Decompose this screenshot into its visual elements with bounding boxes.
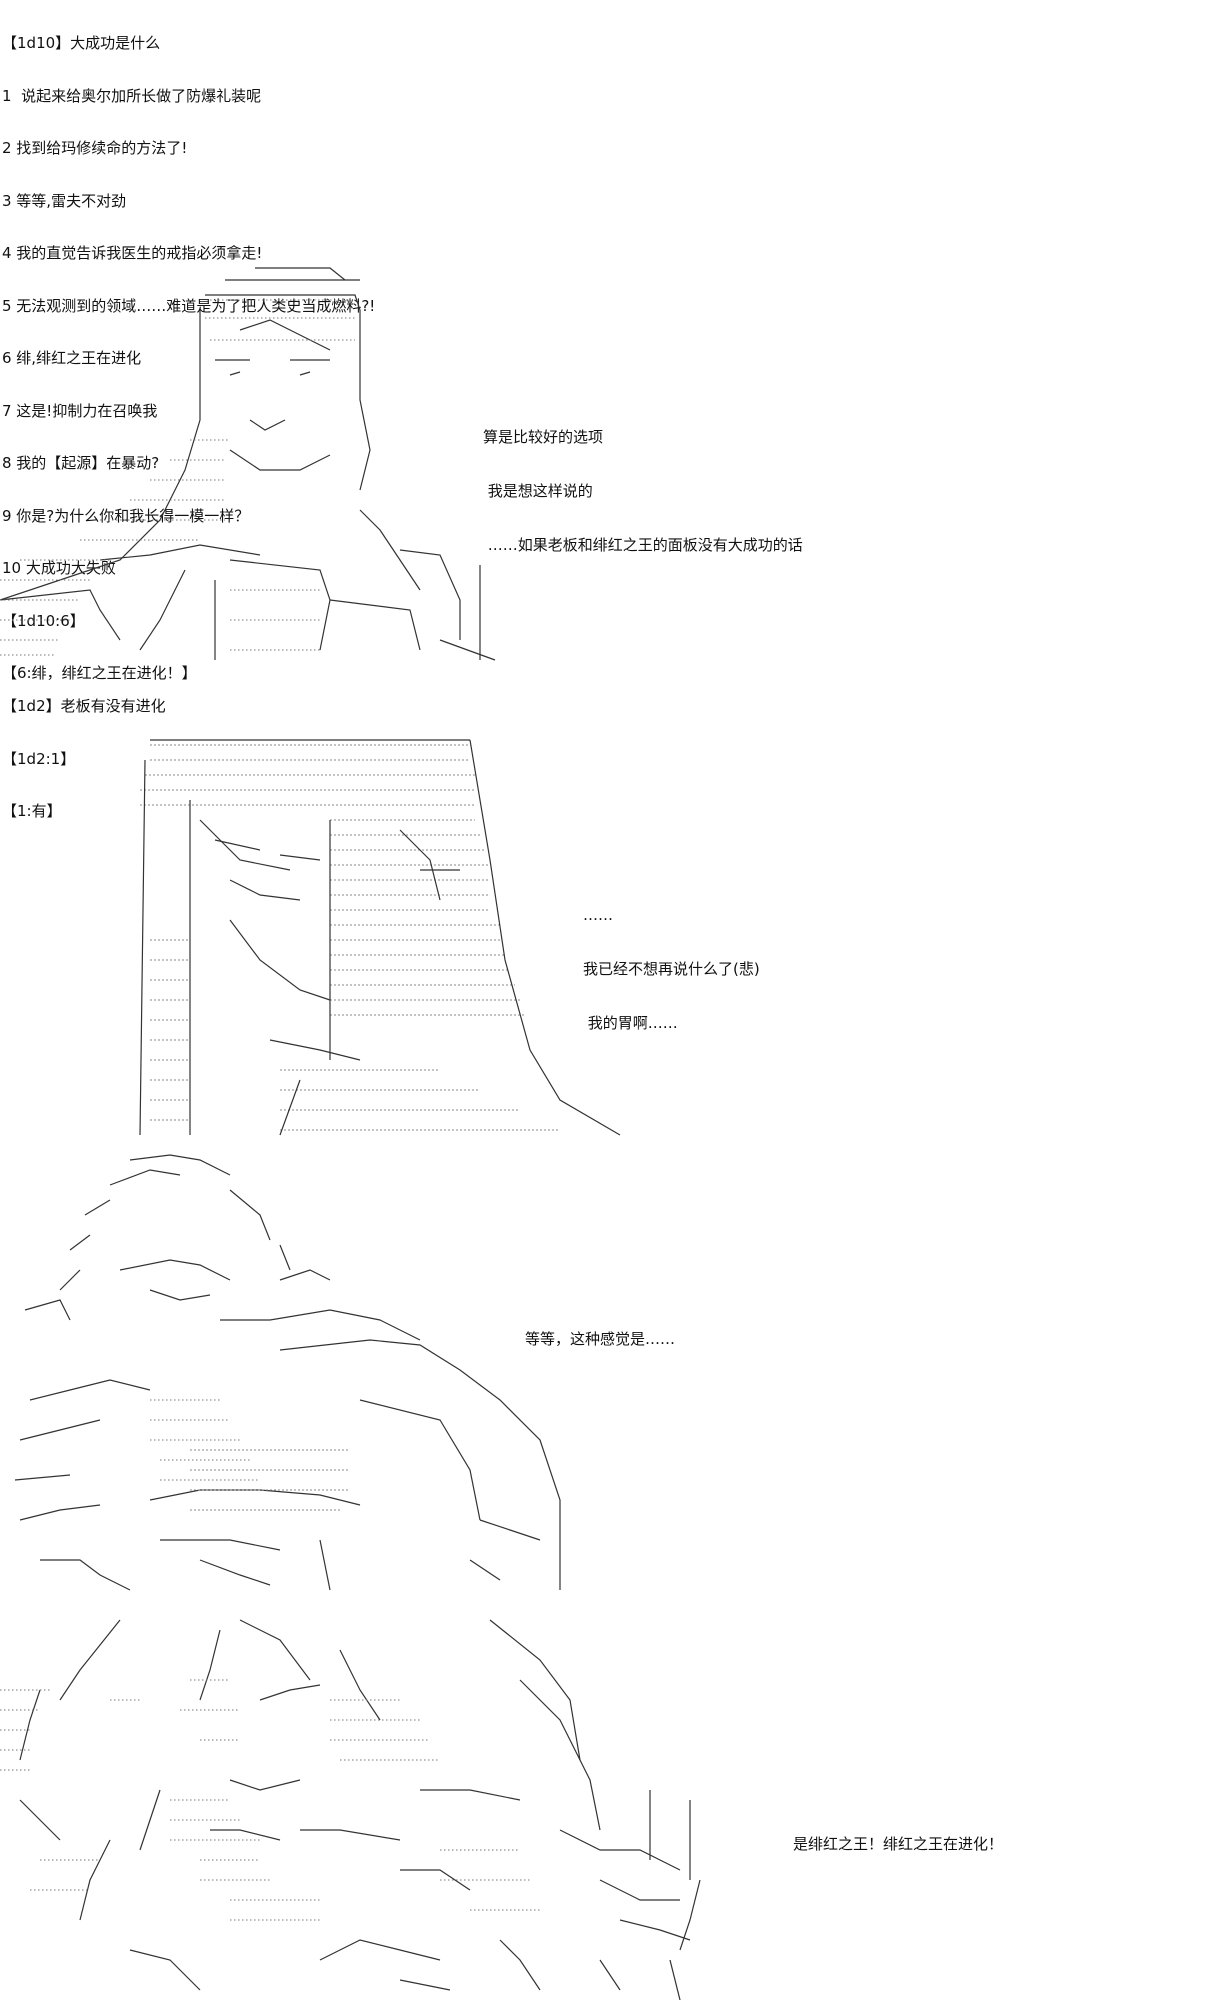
roll-line: 7 这是!抑制力在召唤我 bbox=[2, 401, 158, 420]
roll-line: 6 绯,绯红之王在进化 bbox=[2, 349, 142, 367]
roll-line: 【1:有】 bbox=[2, 802, 62, 820]
roll-line: 4 我的直觉告诉我医生的戒指必须拿走! bbox=[2, 244, 263, 262]
comment-3: 等等，这种感觉是…… bbox=[525, 1330, 676, 1348]
roll-line: 【6:绯，绯红之王在进化！】 bbox=[2, 664, 197, 682]
roll-line: 【1d10】大成功是什么 bbox=[2, 34, 161, 52]
ascii-art-figure-4 bbox=[0, 1619, 701, 2000]
roll-line: 【1d10:6】 bbox=[2, 611, 85, 630]
roll-line: 1 说起来给奥尔加所长做了防爆礼装呢 bbox=[2, 86, 262, 105]
comment-2: …… 我已经不想再说什么了(悲) 我的胃啊…… bbox=[583, 870, 760, 1050]
roll-line: 9 你是?为什么你和我长得一模一样？ bbox=[2, 506, 250, 525]
roll-line: 3 等等,雷夫不对劲 bbox=[2, 191, 127, 210]
ascii-art-figure-1 bbox=[0, 267, 496, 661]
roll-list-2: 【1d2】老板有没有进化 【1d2:1】 【1:有】 bbox=[2, 663, 166, 838]
ascii-art-figure-2 bbox=[139, 739, 621, 1136]
ascii-art-figure-3 bbox=[14, 1154, 561, 1591]
comment-4: 是绯红之王！绯红之王在进化！ bbox=[793, 1835, 1004, 1853]
comment-1: 算是比较好的选项 我是想这样说的 ……如果老板和绯红之王的面板没有大成功的话 bbox=[483, 392, 803, 572]
comment-line: 算是比较好的选项 bbox=[483, 428, 604, 446]
comment-line: 我的胃啊…… bbox=[583, 1014, 678, 1032]
comment-line: ……如果老板和绯红之王的面板没有大成功的话 bbox=[483, 536, 803, 554]
roll-line: 8 我的【起源】在暴动? bbox=[2, 454, 160, 472]
roll-line: 【1d2】老板有没有进化 bbox=[2, 697, 166, 715]
roll-list-1: 【1d10】大成功是什么 1 说起来给奥尔加所长做了防爆礼装呢 2 找到给玛修续… bbox=[2, 0, 375, 700]
roll-line: 5 无法观测到的领域……难道是为了把人类史当成燃料?! bbox=[2, 296, 376, 315]
comment-line: 我已经不想再说什么了(悲) bbox=[583, 960, 760, 978]
comment-line: 我是想这样说的 bbox=[483, 482, 593, 500]
comment-line: …… bbox=[583, 906, 613, 924]
roll-line: 10 大成功大失败 bbox=[2, 559, 116, 577]
roll-line: 2 找到给玛修续命的方法了! bbox=[2, 139, 188, 157]
roll-line: 【1d2:1】 bbox=[2, 749, 76, 768]
